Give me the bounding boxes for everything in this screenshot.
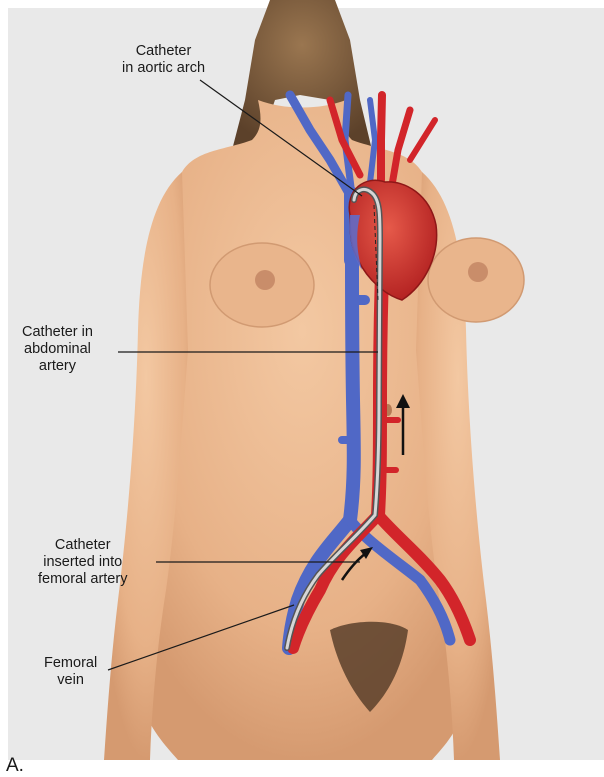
label-catheter-aortic-arch: Catheter in aortic arch	[122, 43, 205, 77]
label-femoral-vein: Femoral vein	[44, 655, 97, 689]
left-nipple	[255, 270, 275, 290]
panel-letter: A.	[6, 755, 24, 777]
label-catheter-femoral-artery: Catheter inserted into femoral artery	[38, 537, 127, 588]
right-nipple	[468, 262, 488, 282]
label-catheter-abdominal-artery: Catheter in abdominal artery	[22, 324, 93, 375]
